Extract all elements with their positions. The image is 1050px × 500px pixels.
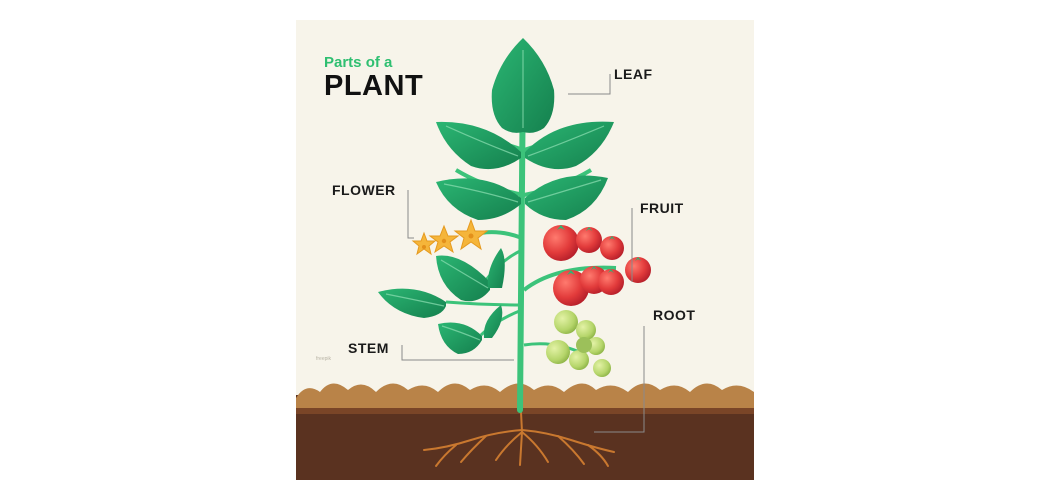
ripe-tomatoes [543, 225, 651, 306]
roots [423, 411, 615, 467]
label-leaf: LEAF [614, 66, 653, 82]
title-subtitle: Parts of a [324, 54, 393, 71]
label-flower: FLOWER [332, 182, 396, 198]
flowers [411, 218, 489, 256]
page-title: PLANT [324, 70, 424, 102]
label-stem: STEM [348, 340, 389, 356]
unripe-tomatoes [546, 310, 611, 377]
plant-illustration [296, 38, 754, 480]
soil [296, 383, 754, 480]
credit-mark: freepik [316, 356, 332, 362]
leader-lines [401, 74, 645, 433]
plant-diagram-panel: Parts of a PLANT LEAF FLOWER FRUIT ROOT … [296, 20, 754, 480]
label-root: ROOT [653, 307, 696, 323]
leaf-veins [385, 50, 605, 341]
label-fruit: FRUIT [640, 200, 684, 216]
